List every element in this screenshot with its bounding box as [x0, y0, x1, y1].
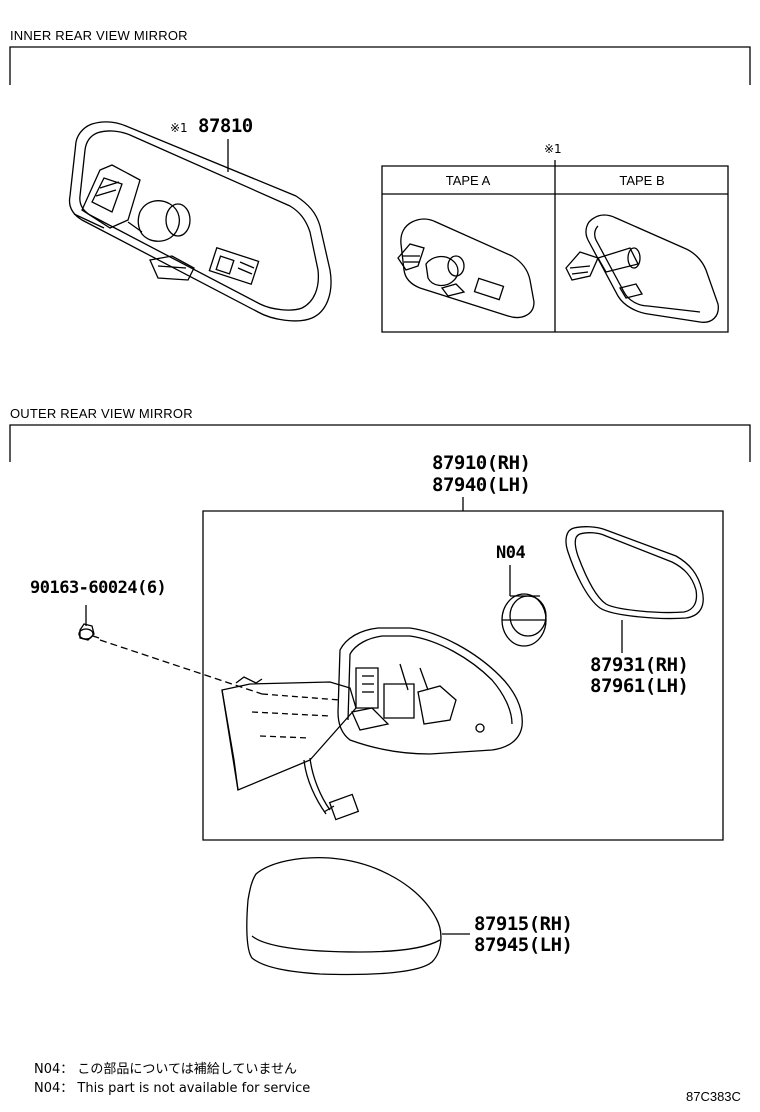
assembly-frame [203, 497, 723, 840]
mirror-glass-rh-part-number: 87931(RH) [590, 654, 689, 676]
mirror-cover-rh-part-number: 87915(RH) [474, 913, 573, 935]
inner-section-title: INNER REAR VIEW MIRROR [10, 28, 188, 43]
outer-section-title: OUTER REAR VIEW MIRROR [10, 406, 193, 421]
footnote-jp: N04： この部品については補給していません [34, 1062, 297, 1077]
footnote-en: N04： This part is not available for serv… [34, 1081, 311, 1096]
inner-section-bracket [10, 47, 750, 85]
mirror-glass-illustration [566, 527, 703, 653]
mirror-cover-lh-part-number: 87945(LH) [474, 934, 573, 956]
tape-table [382, 160, 728, 332]
tape-b-illustration [566, 215, 718, 322]
screw-illustration [79, 605, 262, 694]
mirror-cover-illustration [247, 858, 470, 975]
inner-mirror-illustration [70, 122, 332, 321]
inner-mirror-part-number: 87810 [198, 115, 253, 137]
assembly-lh-part-number: 87940(LH) [432, 474, 531, 496]
mirror-glass-lh-part-number: 87961(LH) [590, 675, 689, 697]
diagram-code: 87C383C [686, 1089, 741, 1104]
assembly-rh-part-number: 87910(RH) [432, 452, 531, 474]
screw-part-number: 90163-60024(6) [30, 578, 167, 598]
tape-ref-mark: ※1 [544, 142, 562, 156]
inner-ref-mark: ※1 [170, 121, 188, 135]
actuator-label: N04 [496, 543, 526, 563]
outer-mirror-illustration [222, 628, 522, 820]
tape-a-illustration [398, 219, 534, 317]
tape-a-label: TAPE A [445, 173, 491, 188]
actuator-illustration [502, 565, 546, 646]
tape-b-label: TAPE B [619, 173, 665, 188]
outer-section-bracket [10, 425, 750, 462]
